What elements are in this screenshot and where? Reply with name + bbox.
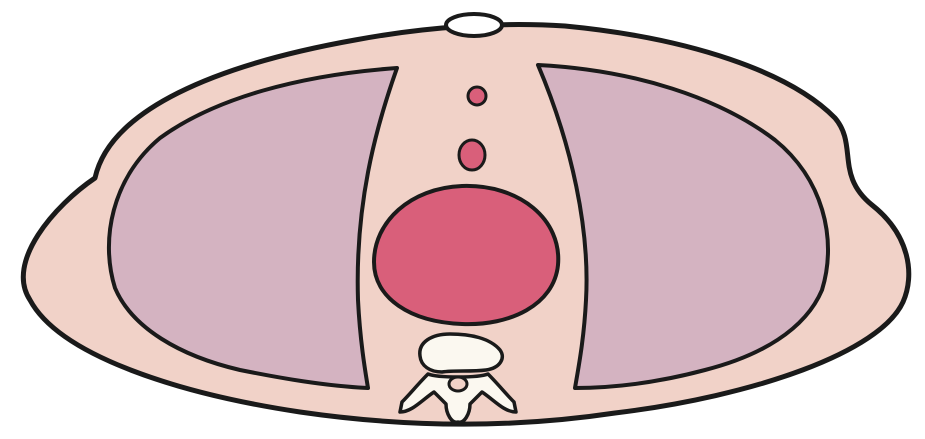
- small-vessel: [468, 87, 486, 105]
- spinal-canal: [449, 377, 467, 391]
- medium-vessel: [459, 140, 485, 170]
- sternum: [446, 14, 502, 36]
- heart: [374, 186, 558, 324]
